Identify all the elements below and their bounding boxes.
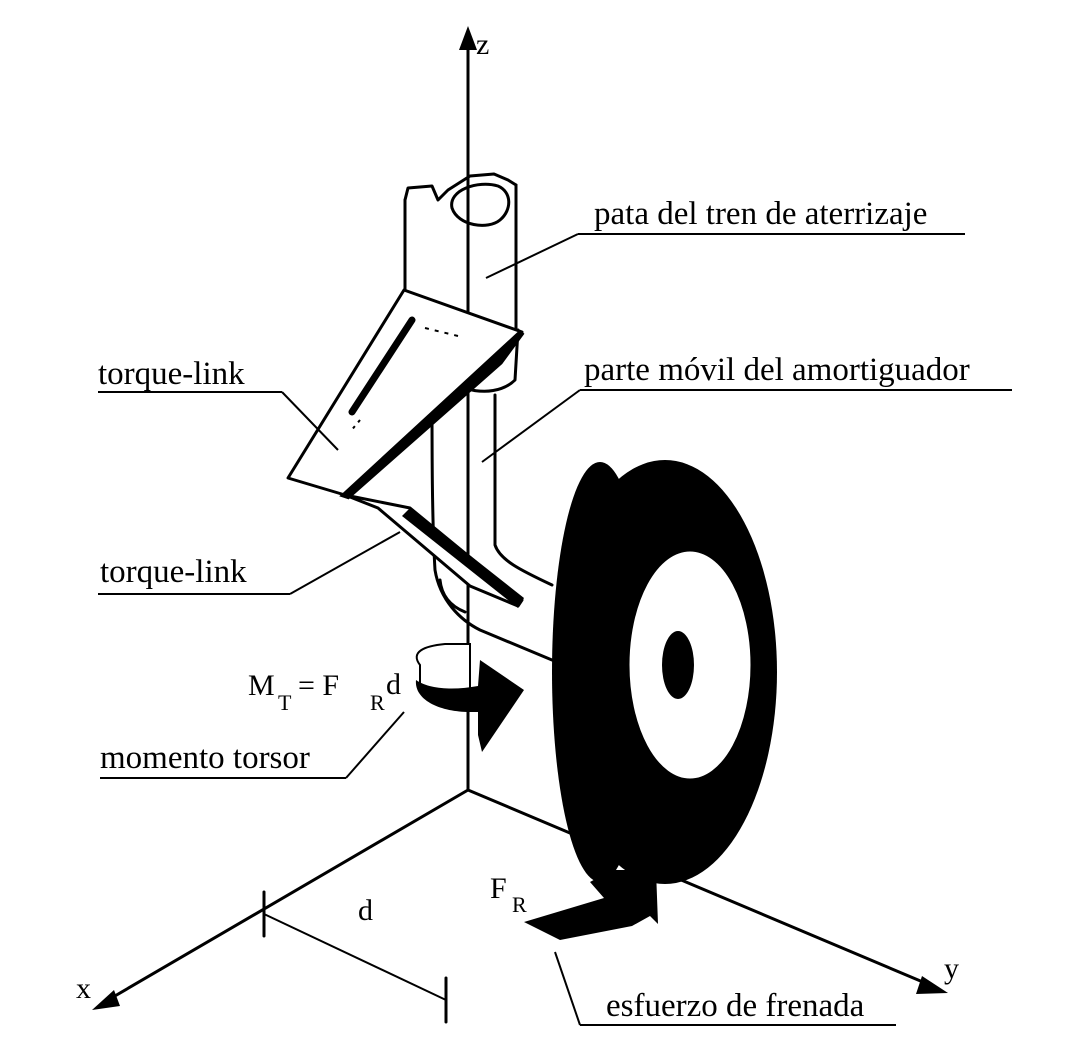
label-gear-leg: pata del tren de aterrizaje (594, 196, 927, 232)
force-symbol: F (490, 872, 507, 905)
leader-lines (98, 233, 1012, 1026)
axis-y-label: y (944, 952, 959, 985)
label-torque-link-upper: torque-link (98, 356, 245, 392)
gear-leg (403, 172, 518, 332)
label-shock-moving-part: parte móvil del amortiguador (584, 352, 970, 388)
moment-symbol: M (248, 669, 275, 702)
moment-equals-f: = F (298, 669, 339, 702)
torque-link-upper-part (286, 288, 525, 500)
moment-subscript: T (278, 690, 292, 715)
torque-link-lower-part (343, 493, 524, 608)
braking-force-arrow (524, 870, 658, 940)
axis-y (466, 788, 948, 994)
torsion-moment-arrow (415, 643, 524, 752)
label-torque-link-lower: torque-link (100, 554, 247, 590)
distance-symbol: d (358, 894, 373, 927)
distance-dimension (262, 890, 448, 1024)
axis-z-label: z (476, 28, 489, 61)
axis-x (92, 788, 470, 1010)
force-subscript: R (512, 892, 527, 917)
wheel (552, 460, 777, 884)
moment-distance: d (386, 668, 401, 701)
moment-f-subscript: R (370, 690, 385, 715)
axis-x-label: x (76, 972, 91, 1005)
label-braking-force: esfuerzo de frenada (606, 988, 865, 1024)
label-torsion-moment: momento torsor (100, 740, 310, 776)
